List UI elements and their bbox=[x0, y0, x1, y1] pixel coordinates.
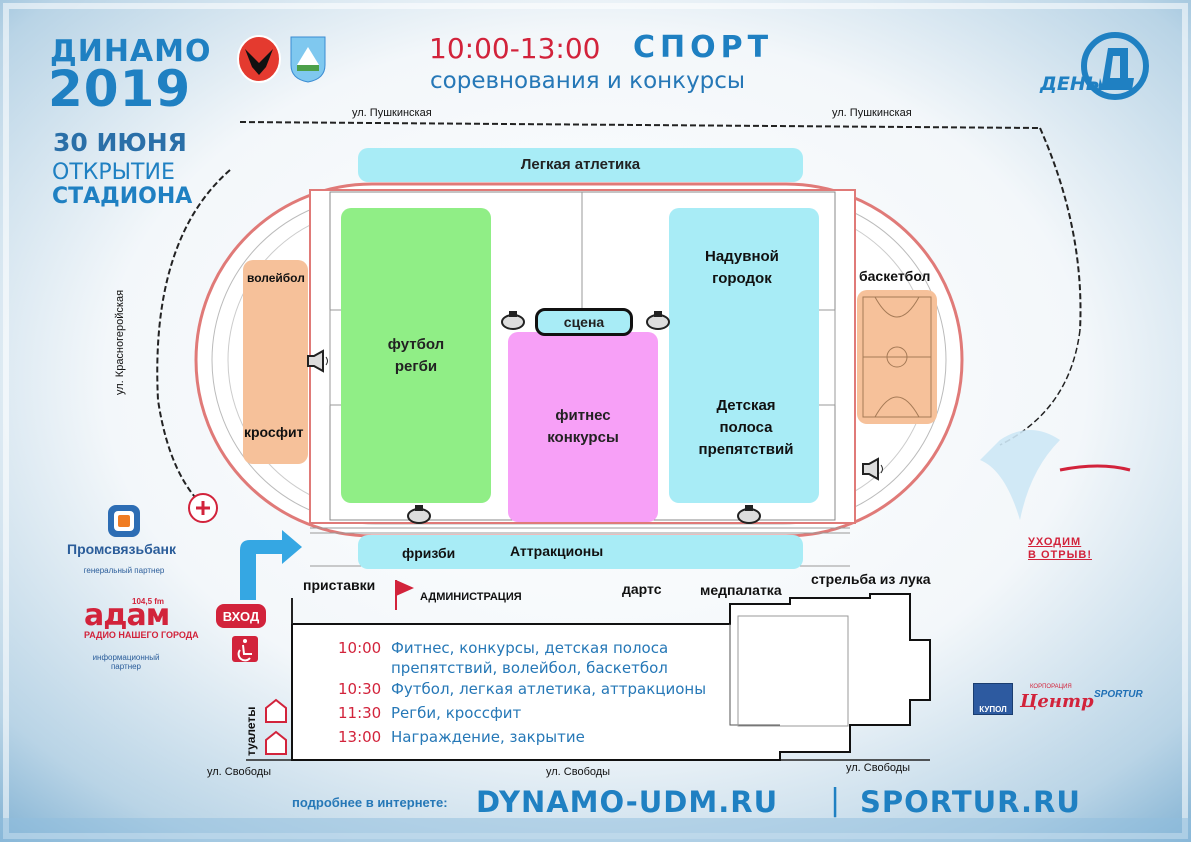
schedule-time: 10:30 bbox=[338, 680, 382, 698]
street-svobody-right: ул. Свободы bbox=[846, 762, 911, 774]
zone-stage: сцена bbox=[535, 308, 633, 336]
zone-fitness: фитнес конкурсы bbox=[508, 332, 658, 522]
partner-radio-name: адам bbox=[84, 598, 170, 633]
schedule-time: 10:00 bbox=[338, 639, 382, 657]
label-attractions: Аттракционы bbox=[510, 543, 604, 559]
speaker-icon bbox=[407, 505, 431, 524]
center-logo: Центр bbox=[1020, 691, 1094, 712]
event-date: 30 ИЮНЯ bbox=[53, 128, 187, 157]
label-toilets: туалеты bbox=[244, 706, 258, 756]
zone-basketball bbox=[857, 290, 937, 424]
basketball-court-icon bbox=[862, 296, 932, 418]
speaker-icon bbox=[646, 311, 670, 330]
street-pushkinskaya-left: ул. Пушкинская bbox=[352, 107, 432, 119]
schedule-time: 13:00 bbox=[338, 728, 382, 746]
label-volleyball: волейбол bbox=[247, 271, 305, 285]
partner-radio-tagline: РАДИО НАШЕГО ГОРОДА bbox=[84, 630, 199, 640]
label-administration: АДМИНИСТРАЦИЯ bbox=[420, 591, 522, 603]
event-name: ДИНАМО bbox=[50, 34, 212, 69]
zone-frisbee-attractions bbox=[358, 535, 803, 569]
schedule-text: Награждение, закрытие bbox=[391, 728, 585, 746]
label-darts: дартс bbox=[622, 581, 662, 597]
label-frisbee: фризби bbox=[402, 545, 456, 561]
speaker-icon bbox=[501, 311, 525, 330]
sportur-logo: SPORTUR bbox=[1094, 689, 1143, 700]
subtitle: соревнования и конкурсы bbox=[430, 68, 746, 94]
promsvyazbank-logo-icon bbox=[108, 505, 140, 537]
street-svobody-left: ул. Свободы bbox=[207, 766, 272, 778]
footer-link-dynamo[interactable]: DYNAMO-UDM.RU bbox=[476, 785, 779, 819]
partner-radio-caption: информационный партнер bbox=[92, 653, 160, 671]
label-kids-obstacle: Детская полоса препятствий bbox=[698, 397, 794, 458]
zone-football: футбол регби bbox=[341, 208, 491, 503]
schedule-time: 11:30 bbox=[338, 704, 382, 722]
schedule-text: Фитнес, конкурсы, детская полоса препятс… bbox=[391, 639, 669, 677]
street-krasnogeroyskaya: ул. Красногеройская bbox=[114, 289, 126, 395]
street-svobody-center: ул. Свободы bbox=[546, 766, 611, 778]
sport-heading: СПОРТ bbox=[633, 30, 774, 65]
partner-radio-frequency: 104,5 fm bbox=[132, 597, 165, 606]
speaker-icon bbox=[737, 505, 761, 524]
time-range: 10:00-13:00 bbox=[429, 32, 601, 65]
label-archery: стрельба из лука bbox=[811, 571, 931, 587]
speaker-icon bbox=[862, 457, 883, 481]
partner-bank-name: Промсвязьбанк bbox=[67, 541, 176, 557]
udmurtia-emblem-icon bbox=[237, 35, 281, 83]
label-medical-tent: медпалатка bbox=[700, 582, 782, 598]
footer-link-sportur[interactable]: SPORTUR.RU bbox=[860, 785, 1081, 819]
footer-more-label: подробнее в интернете: bbox=[292, 795, 448, 810]
slogan-line-2: В ОТРЫВ! bbox=[1028, 549, 1092, 561]
slogan-line-1: УХОДИМ bbox=[1028, 536, 1082, 548]
label-basketball: баскетбол bbox=[859, 268, 931, 284]
schedule-text: Регби, кроссфит bbox=[391, 704, 522, 722]
dynamo-logo-icon bbox=[1081, 32, 1149, 100]
label-inflatable-town: Надувной городок bbox=[705, 248, 779, 287]
event-year: 2019 bbox=[48, 60, 192, 118]
zone-volleyball-crossfit bbox=[243, 260, 308, 464]
zone-kids bbox=[669, 208, 819, 503]
label-consoles: приставки bbox=[303, 577, 376, 593]
speaker-icon bbox=[307, 349, 328, 373]
center-logo-small: КОРПОРАЦИЯ bbox=[1030, 684, 1072, 690]
entrance-sign: ВХОД bbox=[216, 604, 266, 628]
partner-bank-caption: генеральный партнер bbox=[83, 566, 165, 575]
kupol-logo: КУПОЛ bbox=[973, 683, 1013, 715]
zone-athletics: Легкая атлетика bbox=[358, 148, 803, 182]
label-crossfit: кросфит bbox=[244, 424, 304, 440]
opening-line-2: СТАДИОНА bbox=[52, 184, 193, 209]
street-pushkinskaya-right: ул. Пушкинская bbox=[832, 107, 912, 119]
opening-line-1: ОТКРЫТИЕ bbox=[52, 160, 175, 185]
schedule-text: Футбол, легкая атлетика, аттракционы bbox=[391, 680, 707, 698]
izhevsk-coat-icon bbox=[290, 36, 326, 83]
footer-separator: | bbox=[830, 783, 841, 818]
